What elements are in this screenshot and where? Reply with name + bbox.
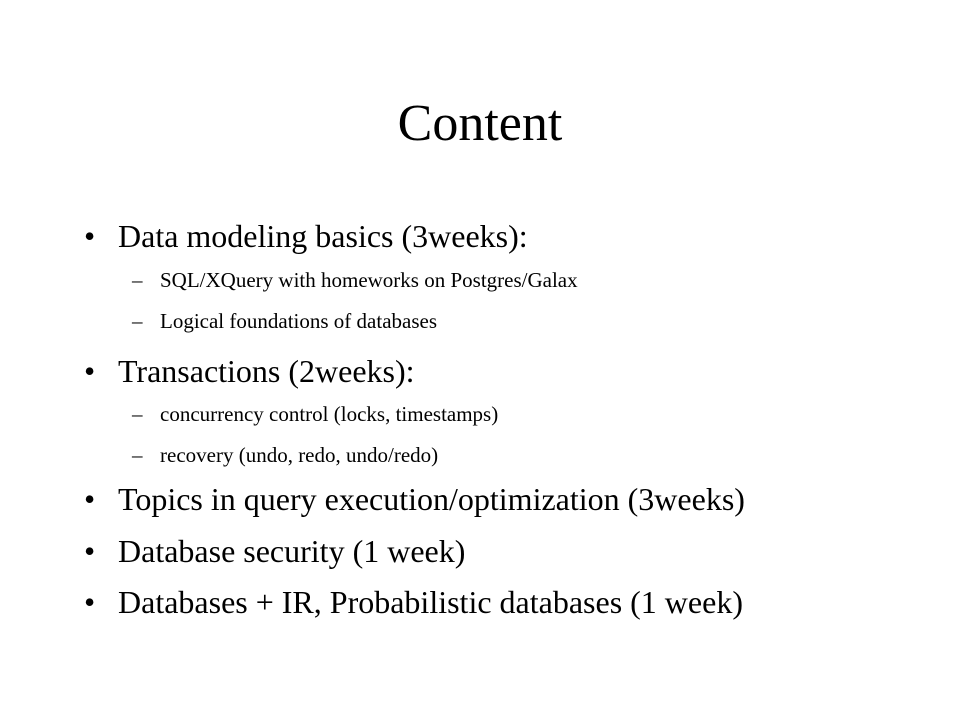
- bullet-text: Transactions (2weeks):: [118, 353, 415, 389]
- sub-bullet-text: concurrency control (locks, timestamps): [160, 402, 499, 426]
- bullet-text: Topics in query execution/optimization (…: [118, 481, 745, 517]
- bullet-text: Data modeling basics (3weeks):: [118, 218, 528, 254]
- bullet-marker: •: [84, 218, 96, 254]
- sub-bullet-text: SQL/XQuery with homeworks on Postgres/Ga…: [160, 268, 578, 292]
- dash-marker: –: [132, 309, 143, 333]
- dash-marker: –: [132, 443, 143, 467]
- dash-marker: –: [132, 268, 143, 292]
- bullet-marker: •: [84, 584, 96, 620]
- bullet-text: Database security (1 week): [118, 533, 466, 569]
- dash-marker: –: [132, 402, 143, 426]
- sub-bullet-text: recovery (undo, redo, undo/redo): [160, 443, 439, 467]
- bullet-marker: •: [84, 481, 96, 517]
- bullet-marker: •: [84, 533, 96, 569]
- bullet-marker: •: [84, 353, 96, 389]
- slide-title: Content: [397, 95, 563, 152]
- sub-bullet-text: Logical foundations of databases: [160, 309, 437, 333]
- bullet-text: Databases + IR, Probabilistic databases …: [118, 584, 743, 620]
